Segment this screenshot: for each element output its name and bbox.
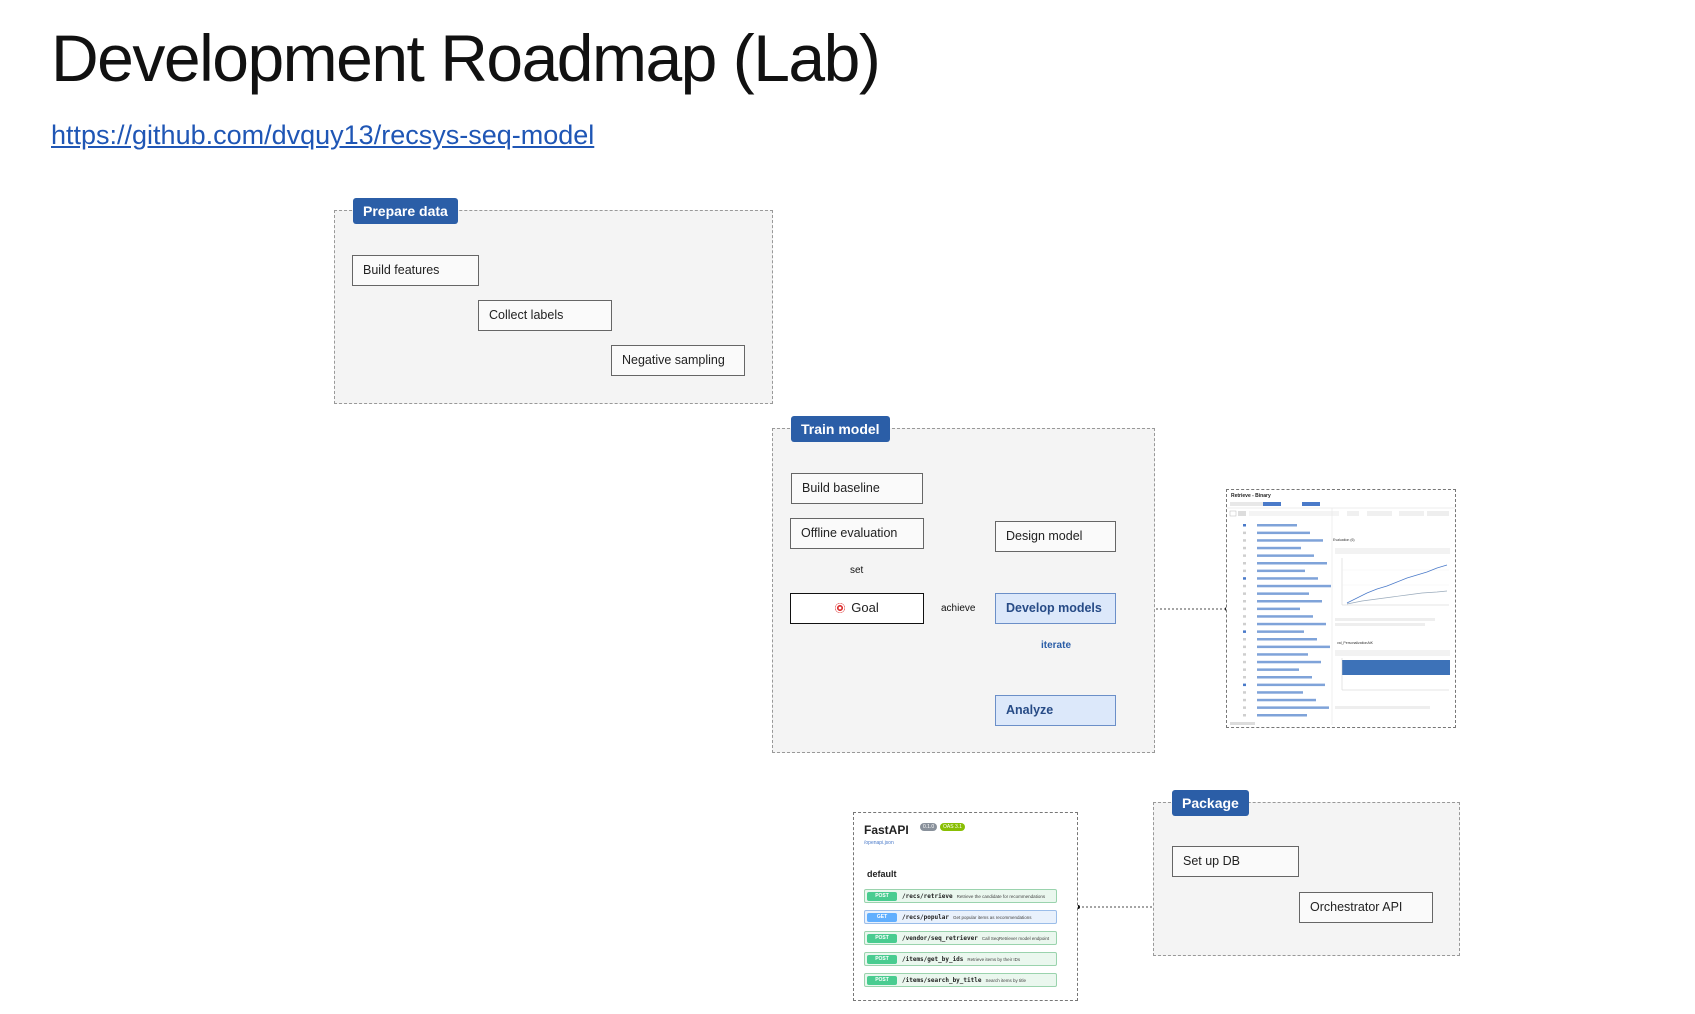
node-goal: Goal [790,593,924,624]
node-goal-label: Goal [851,600,879,615]
node-orchestrator-api: Orchestrator API [1299,892,1433,923]
endpoint-desc: Search items by title [985,978,1026,983]
endpoint-desc: Retrieve the candidate for recommendatio… [956,894,1046,899]
group-label-package: Package [1172,790,1249,816]
endpoint-desc: Retrieve items by their IDs [967,957,1021,962]
fastapi-docs-thumbnail: FastAPI 0.1.0 OAS 3.1 /openapi.json defa… [853,812,1078,1001]
endpoint-method: POST [867,955,897,964]
node-build-baseline: Build baseline [791,473,923,504]
fastapi-title: FastAPI [864,823,909,837]
endpoint-method: GET [867,913,897,922]
fastapi-section-default: default [867,869,897,879]
fastapi-version-badge: 0.1.0 [920,823,938,831]
group-package [1153,802,1460,956]
node-build-features: Build features [352,255,479,286]
eval-dashboard-thumbnail: Retrieve - Binary Evaluation (6) val_Per… [1226,489,1456,728]
endpoint-method: POST [867,976,897,985]
fastapi-oas-badge: OAS 3.1 [940,823,965,831]
eval-section-bottom: val_PersonalizationAtK [1337,641,1373,645]
eval-dashboard-title: Retrieve - Binary [1231,493,1271,499]
endpoint-desc: Get popular items as recommendations [952,915,1032,920]
edge-label-set: set [848,565,866,576]
node-offline-evaluation: Offline evaluation [790,518,924,549]
fastapi-openapi-link[interactable]: /openapi.json [864,840,894,846]
page-title: Development Roadmap (Lab) [51,21,881,95]
group-label-train-model: Train model [791,416,890,442]
node-negative-sampling: Negative sampling [611,345,745,376]
target-icon [835,603,846,613]
eval-dashboard-mockup [1227,502,1455,725]
node-analyze: Analyze [995,695,1116,726]
edge-label-iterate: iterate [1039,640,1074,651]
group-label-prepare-data: Prepare data [353,198,458,224]
endpoint-method: POST [867,892,897,901]
node-collect-labels: Collect labels [478,300,612,331]
endpoint-method: POST [867,934,897,943]
edge-label-achieve: achieve [939,603,978,614]
eval-section-top: Evaluation (6) [1333,538,1355,542]
node-develop-models: Develop models [995,593,1116,624]
endpoint-desc: Call SeqRetriever model endpoint [981,936,1050,941]
node-set-up-db: Set up DB [1172,846,1299,877]
node-design-model: Design model [995,521,1116,552]
repo-link[interactable]: https://github.com/dvquy13/recsys-seq-mo… [51,120,595,150]
